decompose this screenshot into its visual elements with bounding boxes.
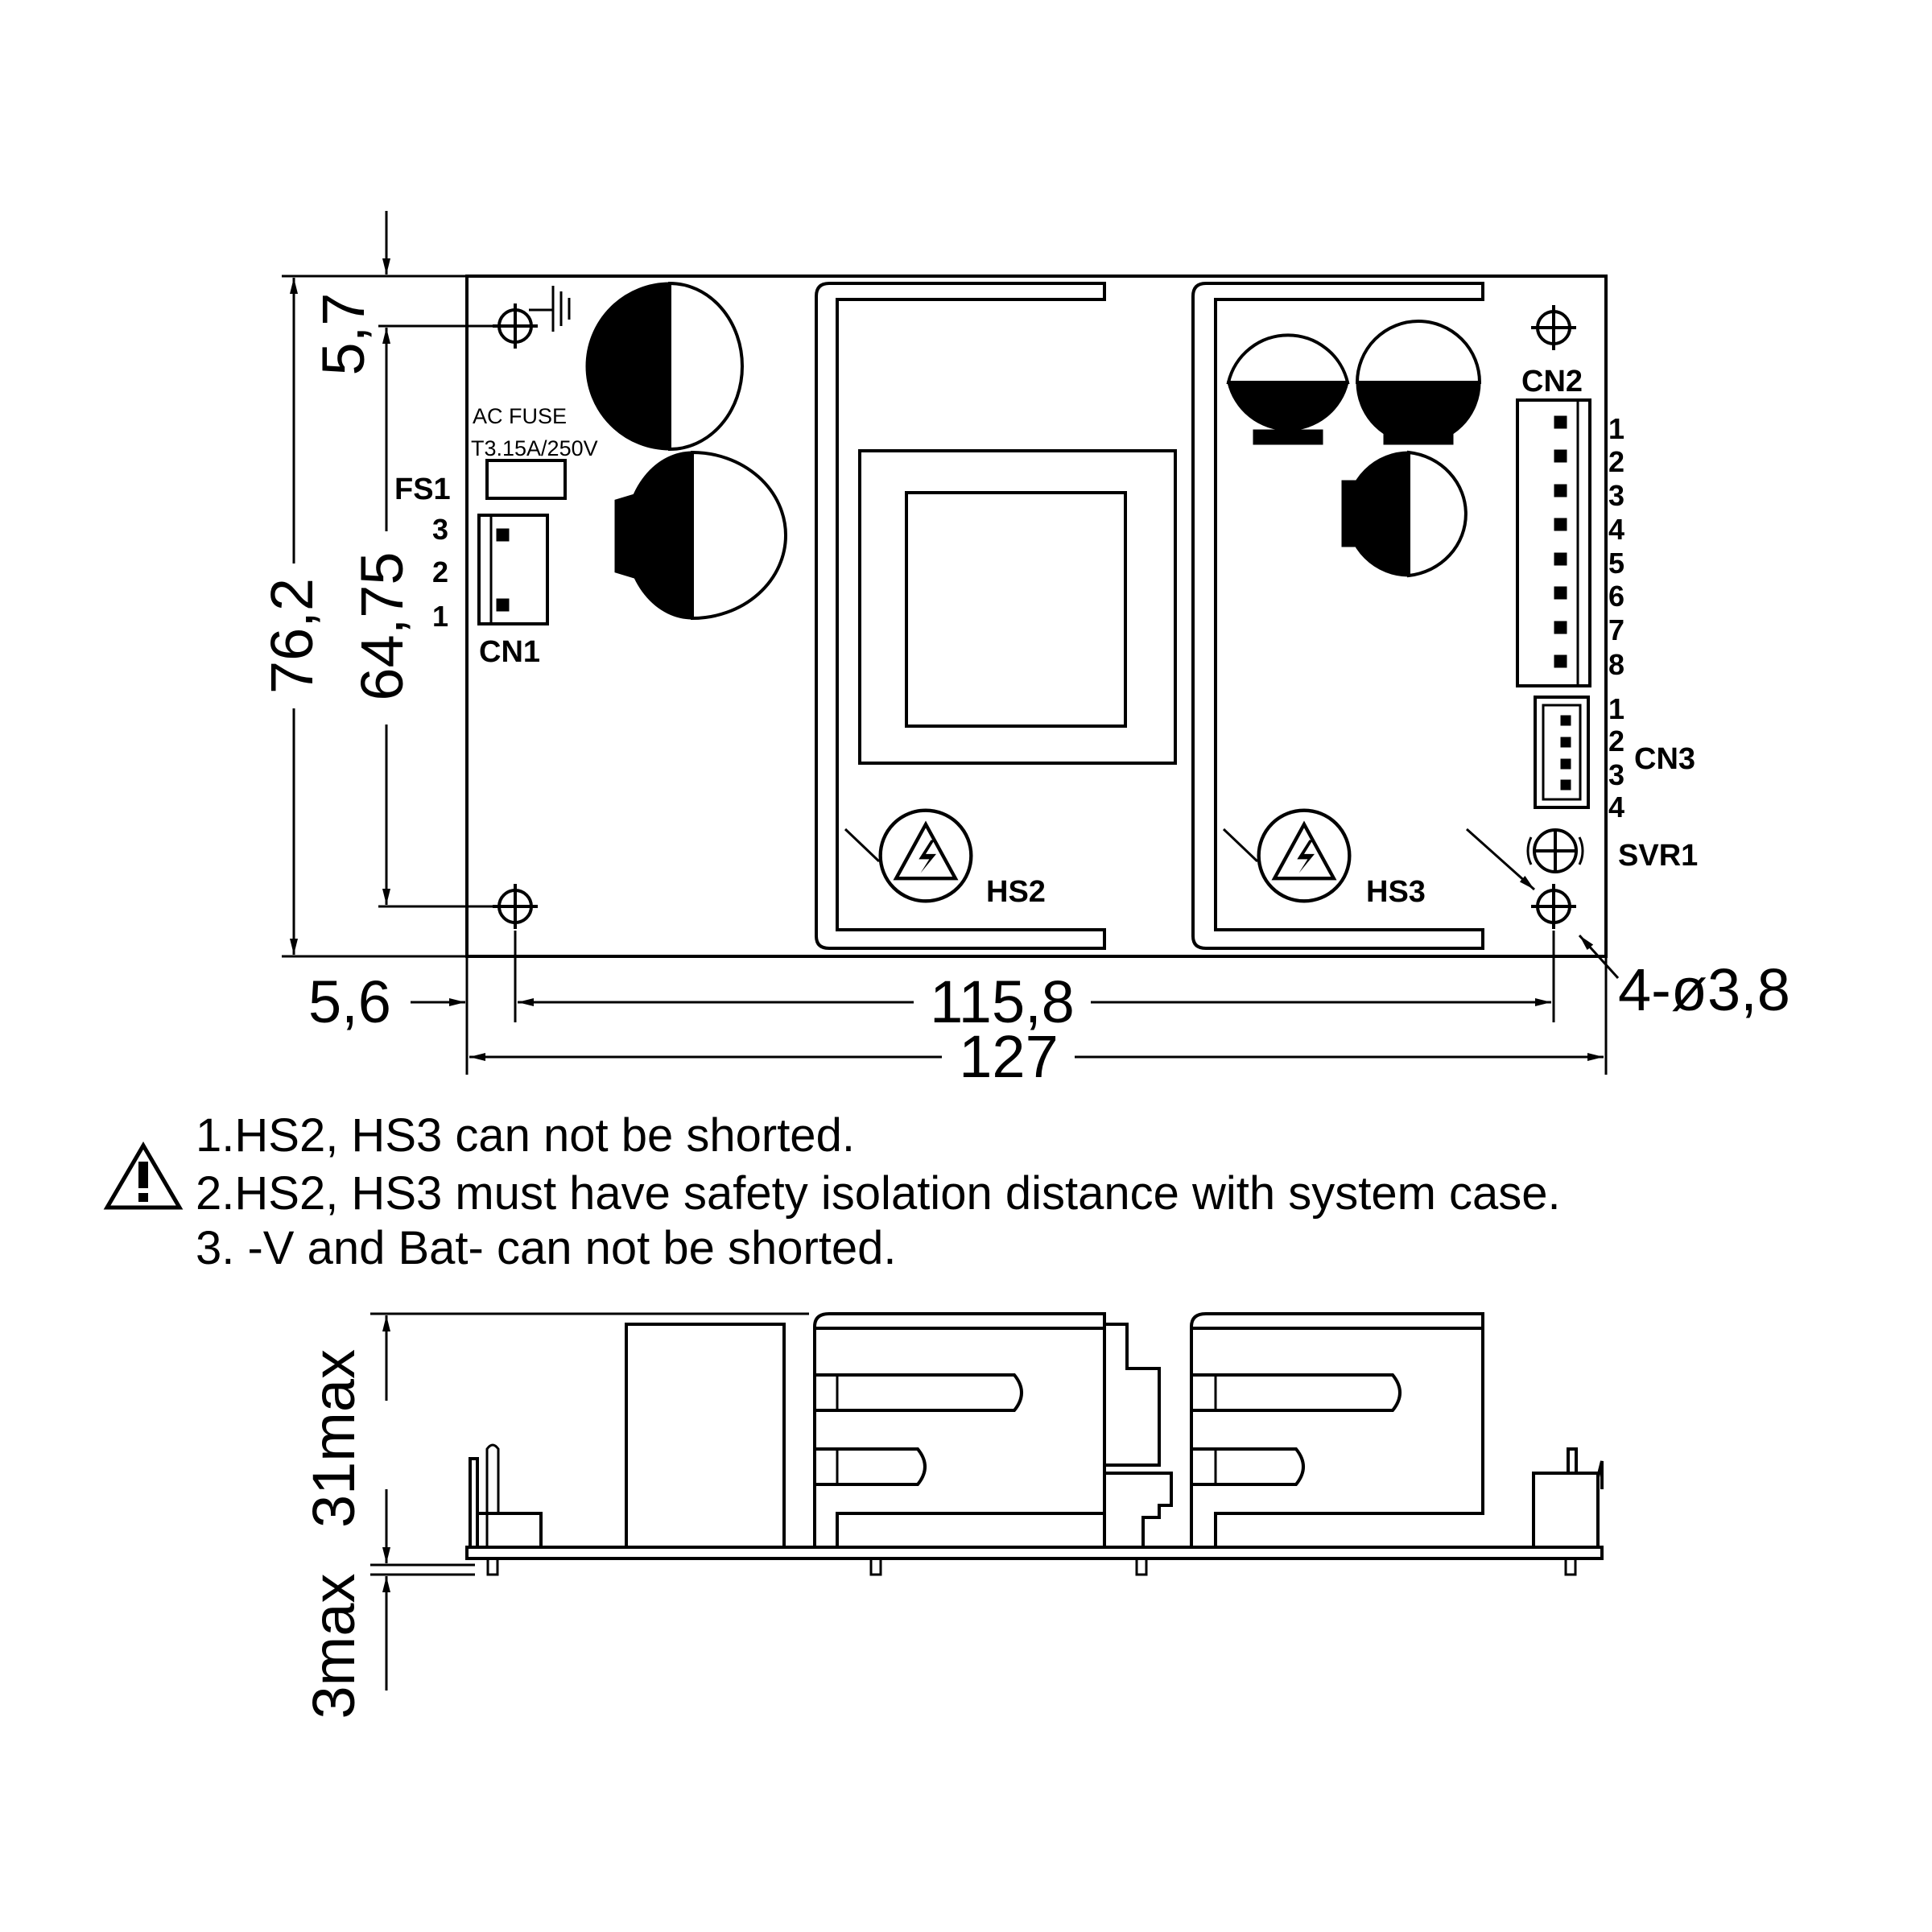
dim-left-offset: 5,6 [308,968,391,1035]
cn2-side [1532,1447,1604,1547]
high-voltage-warning-icon [881,811,972,902]
dim-hole-pitch-horizontal: 115,8 [930,968,1075,1035]
cn2-pin: 7 [1608,613,1624,646]
dim-hole-pitch-vertical: 64,75 [349,551,415,700]
dim-solder-side-height: 3max [300,1574,367,1719]
heatsink-hs2-side [813,1312,1106,1547]
hs2-label: HS2 [986,875,1046,909]
earth-ground-icon [529,286,571,332]
cn2-pin: 1 [1608,412,1624,445]
cn3-label: CN3 [1634,742,1695,776]
dim-component-height: 31max [300,1349,367,1528]
cn1-pin: 1 [432,600,448,633]
heatsink-hs2 [815,282,1106,950]
capacitor-4 [1355,320,1482,445]
dim-top-offset: 5,7 [310,293,377,376]
cn1-pin: 3 [432,513,448,546]
notes: 1.HS2, HS3 can not be shorted. 2.HS2, HS… [103,1109,1561,1274]
capacitor-side [625,1323,786,1549]
cn2-label: CN2 [1521,365,1583,398]
transformer-core [905,491,1127,728]
pcb-outline [465,275,1608,958]
transformer-outer [858,449,1177,765]
mounting-hole-bottom-left [491,882,539,931]
cn2-pin: 4 [1608,513,1624,546]
mounting-hole-bottom-right [1530,882,1578,931]
cn1-label: CN1 [479,635,540,669]
fuse-rating: T3.15A/250V [471,436,598,460]
trimmer-svr1 [1526,828,1584,873]
top-view: AC FUSE T3.15A/250V FS1 3 2 1 CN1 [258,211,1790,1090]
svr1-label: SVR1 [1618,839,1698,873]
pcb-side [465,1546,1604,1560]
connector-cn1 [477,514,549,625]
cn2-pin: 5 [1608,547,1624,580]
dim-pcb-height: 76,2 [258,578,325,694]
fuse-title: AC FUSE [473,404,567,428]
heatsink-hs3-side [1190,1312,1484,1547]
heatsink-hs3 [1191,282,1484,950]
cn1-pin: 2 [432,555,448,588]
high-voltage-warning-icon [1259,811,1350,902]
capacitor-1 [585,281,744,452]
cn3-pin: 3 [1608,758,1624,791]
cn3-pin: 4 [1608,791,1624,824]
connector-cn2 [1516,398,1591,687]
cn2-pin: 3 [1608,479,1624,512]
dim-holes: 4-ø3,8 [1618,956,1790,1023]
note-3: 3. -V and Bat- can not be shorted. [196,1222,897,1274]
cn3-pin: 1 [1608,692,1624,725]
capacitor-2 [614,450,787,621]
cn3-pin: 2 [1608,724,1624,758]
connector-cn3 [1534,696,1590,809]
hs3-label: HS3 [1366,875,1426,909]
dim-pcb-width: 127 [959,1023,1058,1090]
cn2-pin: 2 [1608,445,1624,478]
capacitor-5 [1341,450,1468,578]
mounting-hole-top-right [1530,303,1578,352]
note-1: 1.HS2, HS3 can not be shorted. [196,1109,855,1162]
cn2-pin: 6 [1608,580,1624,613]
warning-triangle-icon [103,1141,184,1210]
cn2-pin: 8 [1608,648,1624,681]
capacitor-3 [1226,333,1350,445]
fs1-label: FS1 [394,473,451,506]
side-view: 31max 3max [300,1312,1604,1719]
fuse-fs1 [485,459,567,500]
note-2: 2.HS2, HS3 must have safety isolation di… [196,1167,1561,1220]
transformer-side [1104,1323,1161,1467]
cn1-side [469,1457,543,1547]
